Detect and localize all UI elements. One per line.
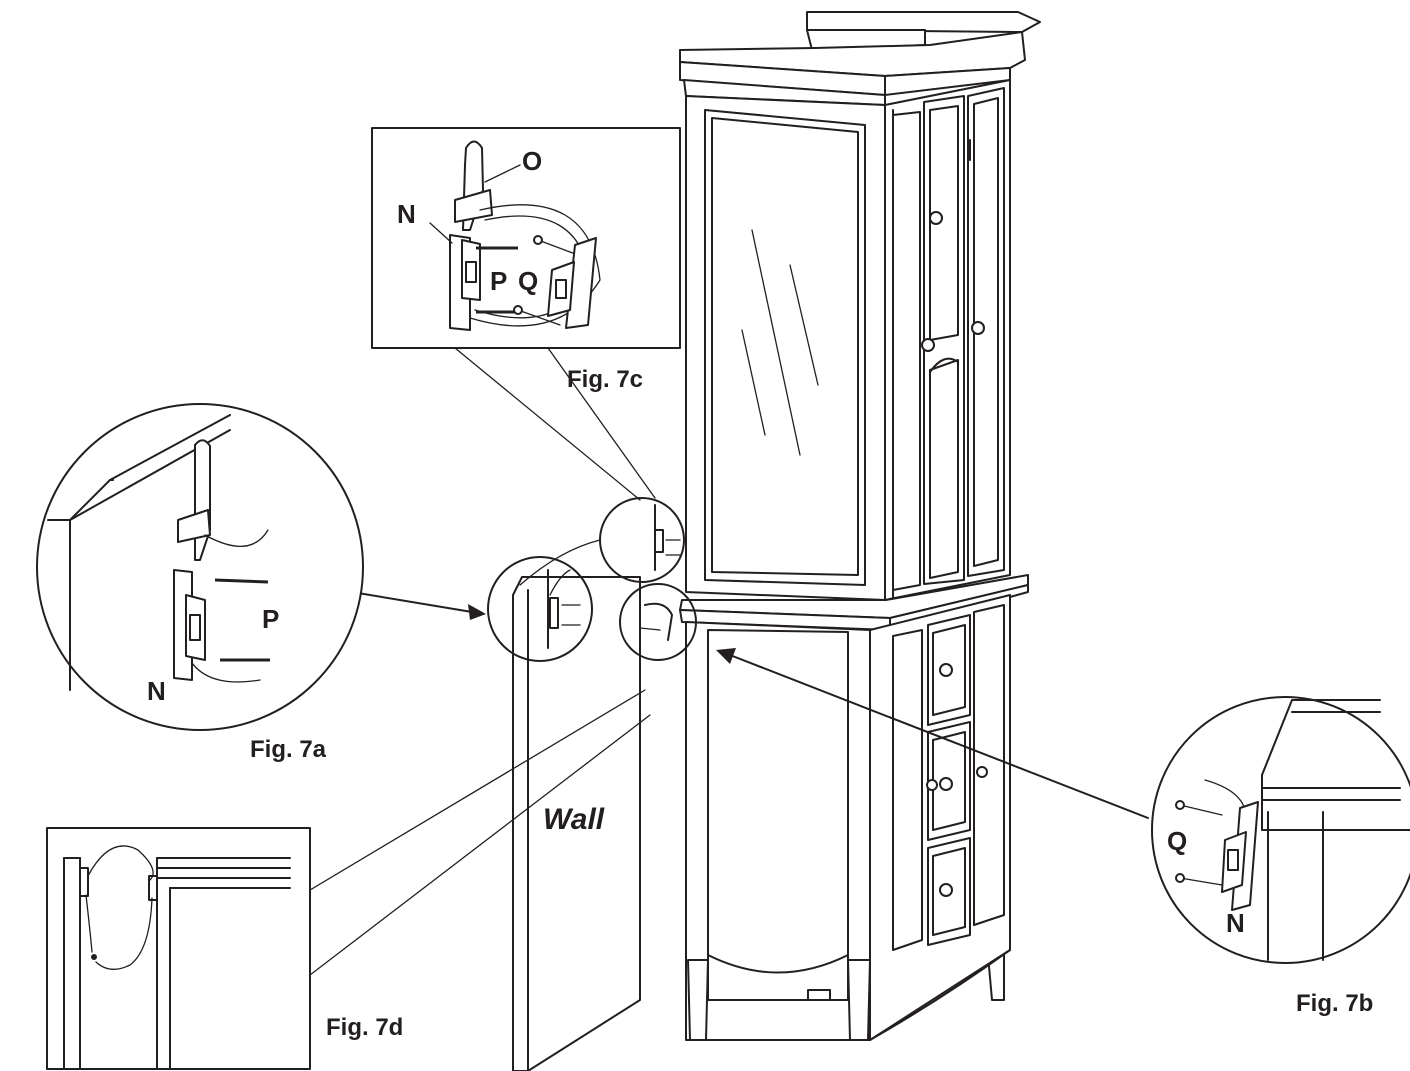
caption-fig-7c: Fig. 7c [567,366,643,393]
detail-circle-7b-source [619,583,697,661]
fig-7b: Q N Fig. 7b [1151,696,1410,1017]
wall-panel: Wall [512,576,641,1071]
label-n-7c: N [397,199,416,229]
label-n-7b: N [1226,908,1245,938]
strap-curve [519,539,601,586]
label-q-7c: Q [518,266,538,296]
label-q-7b: Q [1167,826,1187,856]
label-p-7a: P [262,604,279,634]
callout-lines [309,347,1149,976]
caption-fig-7d: Fig. 7d [326,1014,403,1041]
detail-circle-7a-source [487,556,593,662]
wall-label: Wall [543,803,605,836]
label-p-7c: P [490,266,507,296]
fig-7a: P N Fig. 7a [36,403,364,763]
caption-fig-7b: Fig. 7b [1296,990,1373,1017]
detail-circle-7c-source [599,497,685,583]
fig-7c: O N P Q Fig. 7c [371,127,681,393]
label-o: O [522,146,542,176]
label-n-7a: N [147,676,166,706]
fig-7d: Fig. 7d [46,827,403,1070]
caption-fig-7a: Fig. 7a [250,736,327,763]
linen-cabinet [679,11,1041,1041]
